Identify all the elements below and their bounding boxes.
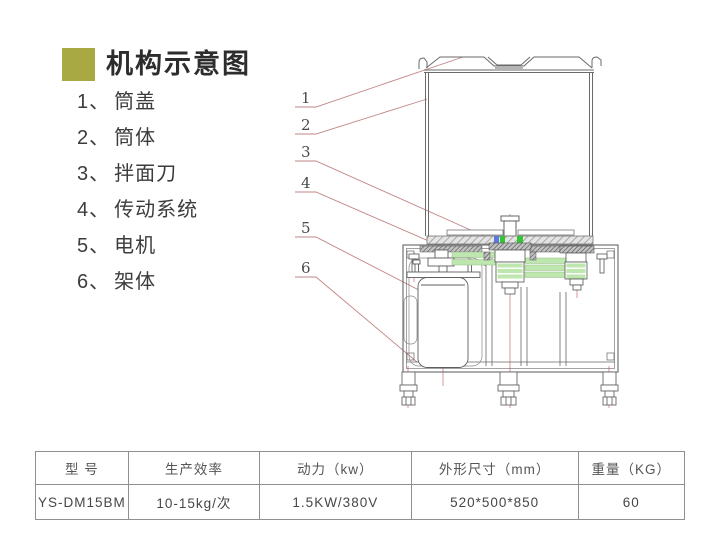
support-rail-left [419, 245, 483, 253]
callout-6: 6 [301, 259, 311, 277]
callout-1: 1 [301, 89, 311, 107]
page-title: 机构示意图 [106, 49, 251, 79]
bearing-green-mark-right [517, 236, 523, 244]
spec-table-header-row: 型 号 生产效率 动力（kw） 外形尺寸（mm） 重量（KG） [35, 451, 686, 485]
part-number: 2、 [77, 127, 111, 149]
leader-2 [295, 98, 428, 135]
header-weight: 重量（KG） [577, 451, 686, 485]
list-item: 4、传动系统 [77, 192, 198, 228]
part-name: 筒体 [114, 127, 157, 149]
list-item: 3、拌面刀 [77, 156, 198, 192]
value-dimensions: 520*500*850 [410, 484, 579, 520]
value-model: YS-DM15BM [35, 484, 129, 520]
lid-outline [418, 56, 602, 73]
value-power: 1.5KW/380V [258, 484, 412, 520]
callout-4: 4 [301, 174, 311, 192]
header-dimensions: 外形尺寸（mm） [410, 451, 579, 485]
part-number: 3、 [77, 163, 111, 185]
leader-6 [295, 276, 418, 363]
bearing-green-mark-left [500, 236, 505, 244]
parts-list: 1、筒盖 2、筒体 3、拌面刀 4、传动系统 5、电机 6、架体 [77, 84, 198, 300]
spec-table: 型 号 生产效率 动力（kw） 外形尺寸（mm） 重量（KG） YS-DM15B… [35, 451, 686, 520]
list-item: 1、筒盖 [77, 84, 198, 120]
callout-numbers: 1 2 3 4 5 6 [301, 89, 311, 277]
legs [399, 371, 619, 406]
spec-table-value-row: YS-DM15BM 10-15kg/次 1.5KW/380V 520*500*8… [35, 484, 686, 520]
list-item: 5、电机 [77, 228, 198, 264]
part-name: 拌面刀 [114, 163, 178, 185]
part-number: 1、 [77, 91, 111, 113]
leader-1 [295, 56, 464, 108]
callout-3: 3 [301, 143, 311, 161]
list-item: 6、架体 [77, 264, 198, 300]
machine-diagram: 1 2 3 4 5 6 [295, 56, 619, 408]
mixing-blade [446, 229, 575, 236]
header-capacity: 生产效率 [127, 451, 260, 485]
callout-5: 5 [301, 219, 311, 237]
part-number: 6、 [77, 271, 111, 293]
machine-diagram-svg: 1 2 3 4 5 6 [295, 56, 619, 408]
part-name: 传动系统 [114, 199, 199, 221]
part-name: 筒盖 [114, 91, 157, 113]
value-weight: 60 [577, 484, 686, 520]
leader-3 [295, 160, 485, 237]
header-model: 型 号 [35, 451, 129, 485]
part-name: 电机 [114, 235, 157, 257]
barrel-outline [425, 72, 593, 236]
accent-square-icon [62, 48, 95, 81]
section-title-row: 机构示意图 [62, 48, 251, 81]
blade-shaft [500, 215, 520, 237]
transmission-hub [483, 242, 537, 295]
part-name: 架体 [114, 271, 157, 293]
part-number: 5、 [77, 235, 111, 257]
callout-2: 2 [301, 116, 311, 134]
right-bearing [559, 245, 595, 291]
bearing-blue-mark [494, 236, 499, 244]
motor [406, 249, 481, 368]
list-item: 2、筒体 [77, 120, 198, 156]
part-number: 4、 [77, 199, 111, 221]
value-capacity: 10-15kg/次 [127, 484, 260, 520]
header-power: 动力（kw） [258, 451, 412, 485]
leader-5 [295, 236, 445, 304]
